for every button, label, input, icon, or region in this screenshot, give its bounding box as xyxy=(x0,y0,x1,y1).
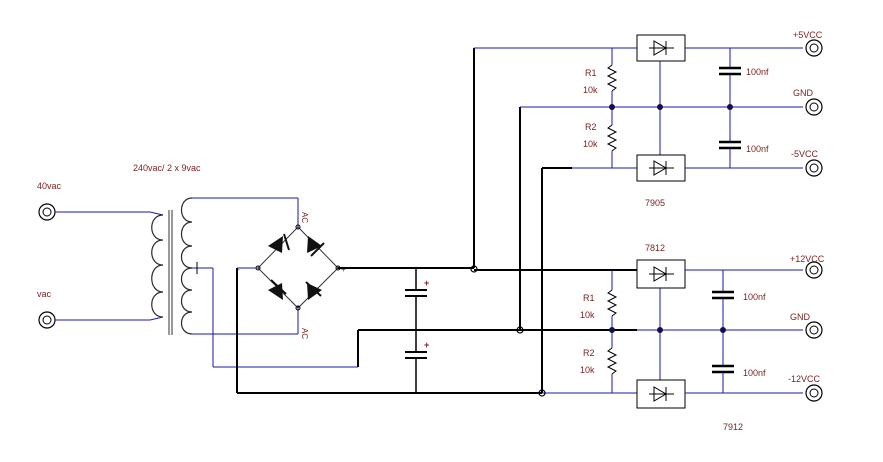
out-5v-pos-label: +5VCC xyxy=(793,30,823,40)
r2-12v-value: 10k xyxy=(580,365,595,375)
regulator-12v-part-top: 7812 xyxy=(645,243,665,253)
bridge-rectifier xyxy=(255,224,341,311)
bridge-ac-bottom: AC xyxy=(300,328,309,339)
regulator-5v-part: 7905 xyxy=(645,198,665,208)
out-5v-neg-label: -5VCC xyxy=(791,149,819,159)
r1-12v-value: 10k xyxy=(580,310,595,320)
r2-5v-value: 10k xyxy=(583,139,598,149)
cap-5v-top xyxy=(719,66,741,76)
r2-12v-label: R2 xyxy=(583,348,595,358)
bridge-minus: - xyxy=(237,265,240,274)
resistor-r1-5v xyxy=(606,64,618,92)
r2-5v-label: R2 xyxy=(585,122,597,132)
regulator-5v-positive xyxy=(636,34,686,62)
out-12v-pos-label: +12VCC xyxy=(790,254,825,264)
regulator-5v-negative xyxy=(636,154,686,182)
reservoir-cap-top-plus: + xyxy=(424,278,429,288)
out-12v-neg-label: -12VCC xyxy=(788,374,821,384)
reservoir-cap-bottom xyxy=(405,330,427,393)
input-terminal-top[interactable] xyxy=(38,203,56,221)
regulator-12v-positive xyxy=(636,259,686,289)
input-label-top: 40vac xyxy=(37,181,62,191)
regulator-12v-negative xyxy=(636,379,686,409)
cap-5v-bottom xyxy=(719,140,741,150)
terminal-5v-neg[interactable] xyxy=(805,159,823,177)
cap-12v-top xyxy=(712,290,734,300)
reservoir-cap-top xyxy=(405,268,427,330)
input-label-bottom: vac xyxy=(37,289,52,299)
bridge-ac-top: AC xyxy=(300,212,309,223)
r1-5v-label: R1 xyxy=(585,68,597,78)
terminal-12v-pos[interactable] xyxy=(805,261,823,279)
cap-12v-bottom xyxy=(712,364,734,374)
cap-12v-top-value: 100nf xyxy=(743,292,766,302)
resistor-r1-12v xyxy=(606,289,618,317)
out-5v-gnd-label: GND xyxy=(793,88,814,98)
resistor-r2-5v xyxy=(606,124,618,152)
reservoir-cap-bottom-plus: + xyxy=(424,340,429,350)
transformer-label: 240vac/ 2 x 9vac xyxy=(133,163,201,173)
terminal-5v-gnd[interactable] xyxy=(805,98,823,116)
resistor-r2-12v xyxy=(606,347,618,375)
out-12v-gnd-label: GND xyxy=(790,312,811,322)
regulator-12v-part-bottom: 7912 xyxy=(723,422,743,432)
transformer-symbol xyxy=(151,197,193,335)
terminal-5v-pos[interactable] xyxy=(805,39,823,57)
r1-5v-value: 10k xyxy=(583,85,598,95)
bridge-plus: + xyxy=(341,265,346,274)
terminal-12v-neg[interactable] xyxy=(805,384,823,402)
cap-5v-top-value: 100nf xyxy=(746,67,769,77)
cap-12v-bottom-value: 100nf xyxy=(743,368,766,378)
input-terminal-bottom[interactable] xyxy=(38,311,56,329)
terminal-12v-gnd[interactable] xyxy=(805,321,823,339)
r1-12v-label: R1 xyxy=(583,293,595,303)
cap-5v-bottom-value: 100nf xyxy=(746,144,769,154)
